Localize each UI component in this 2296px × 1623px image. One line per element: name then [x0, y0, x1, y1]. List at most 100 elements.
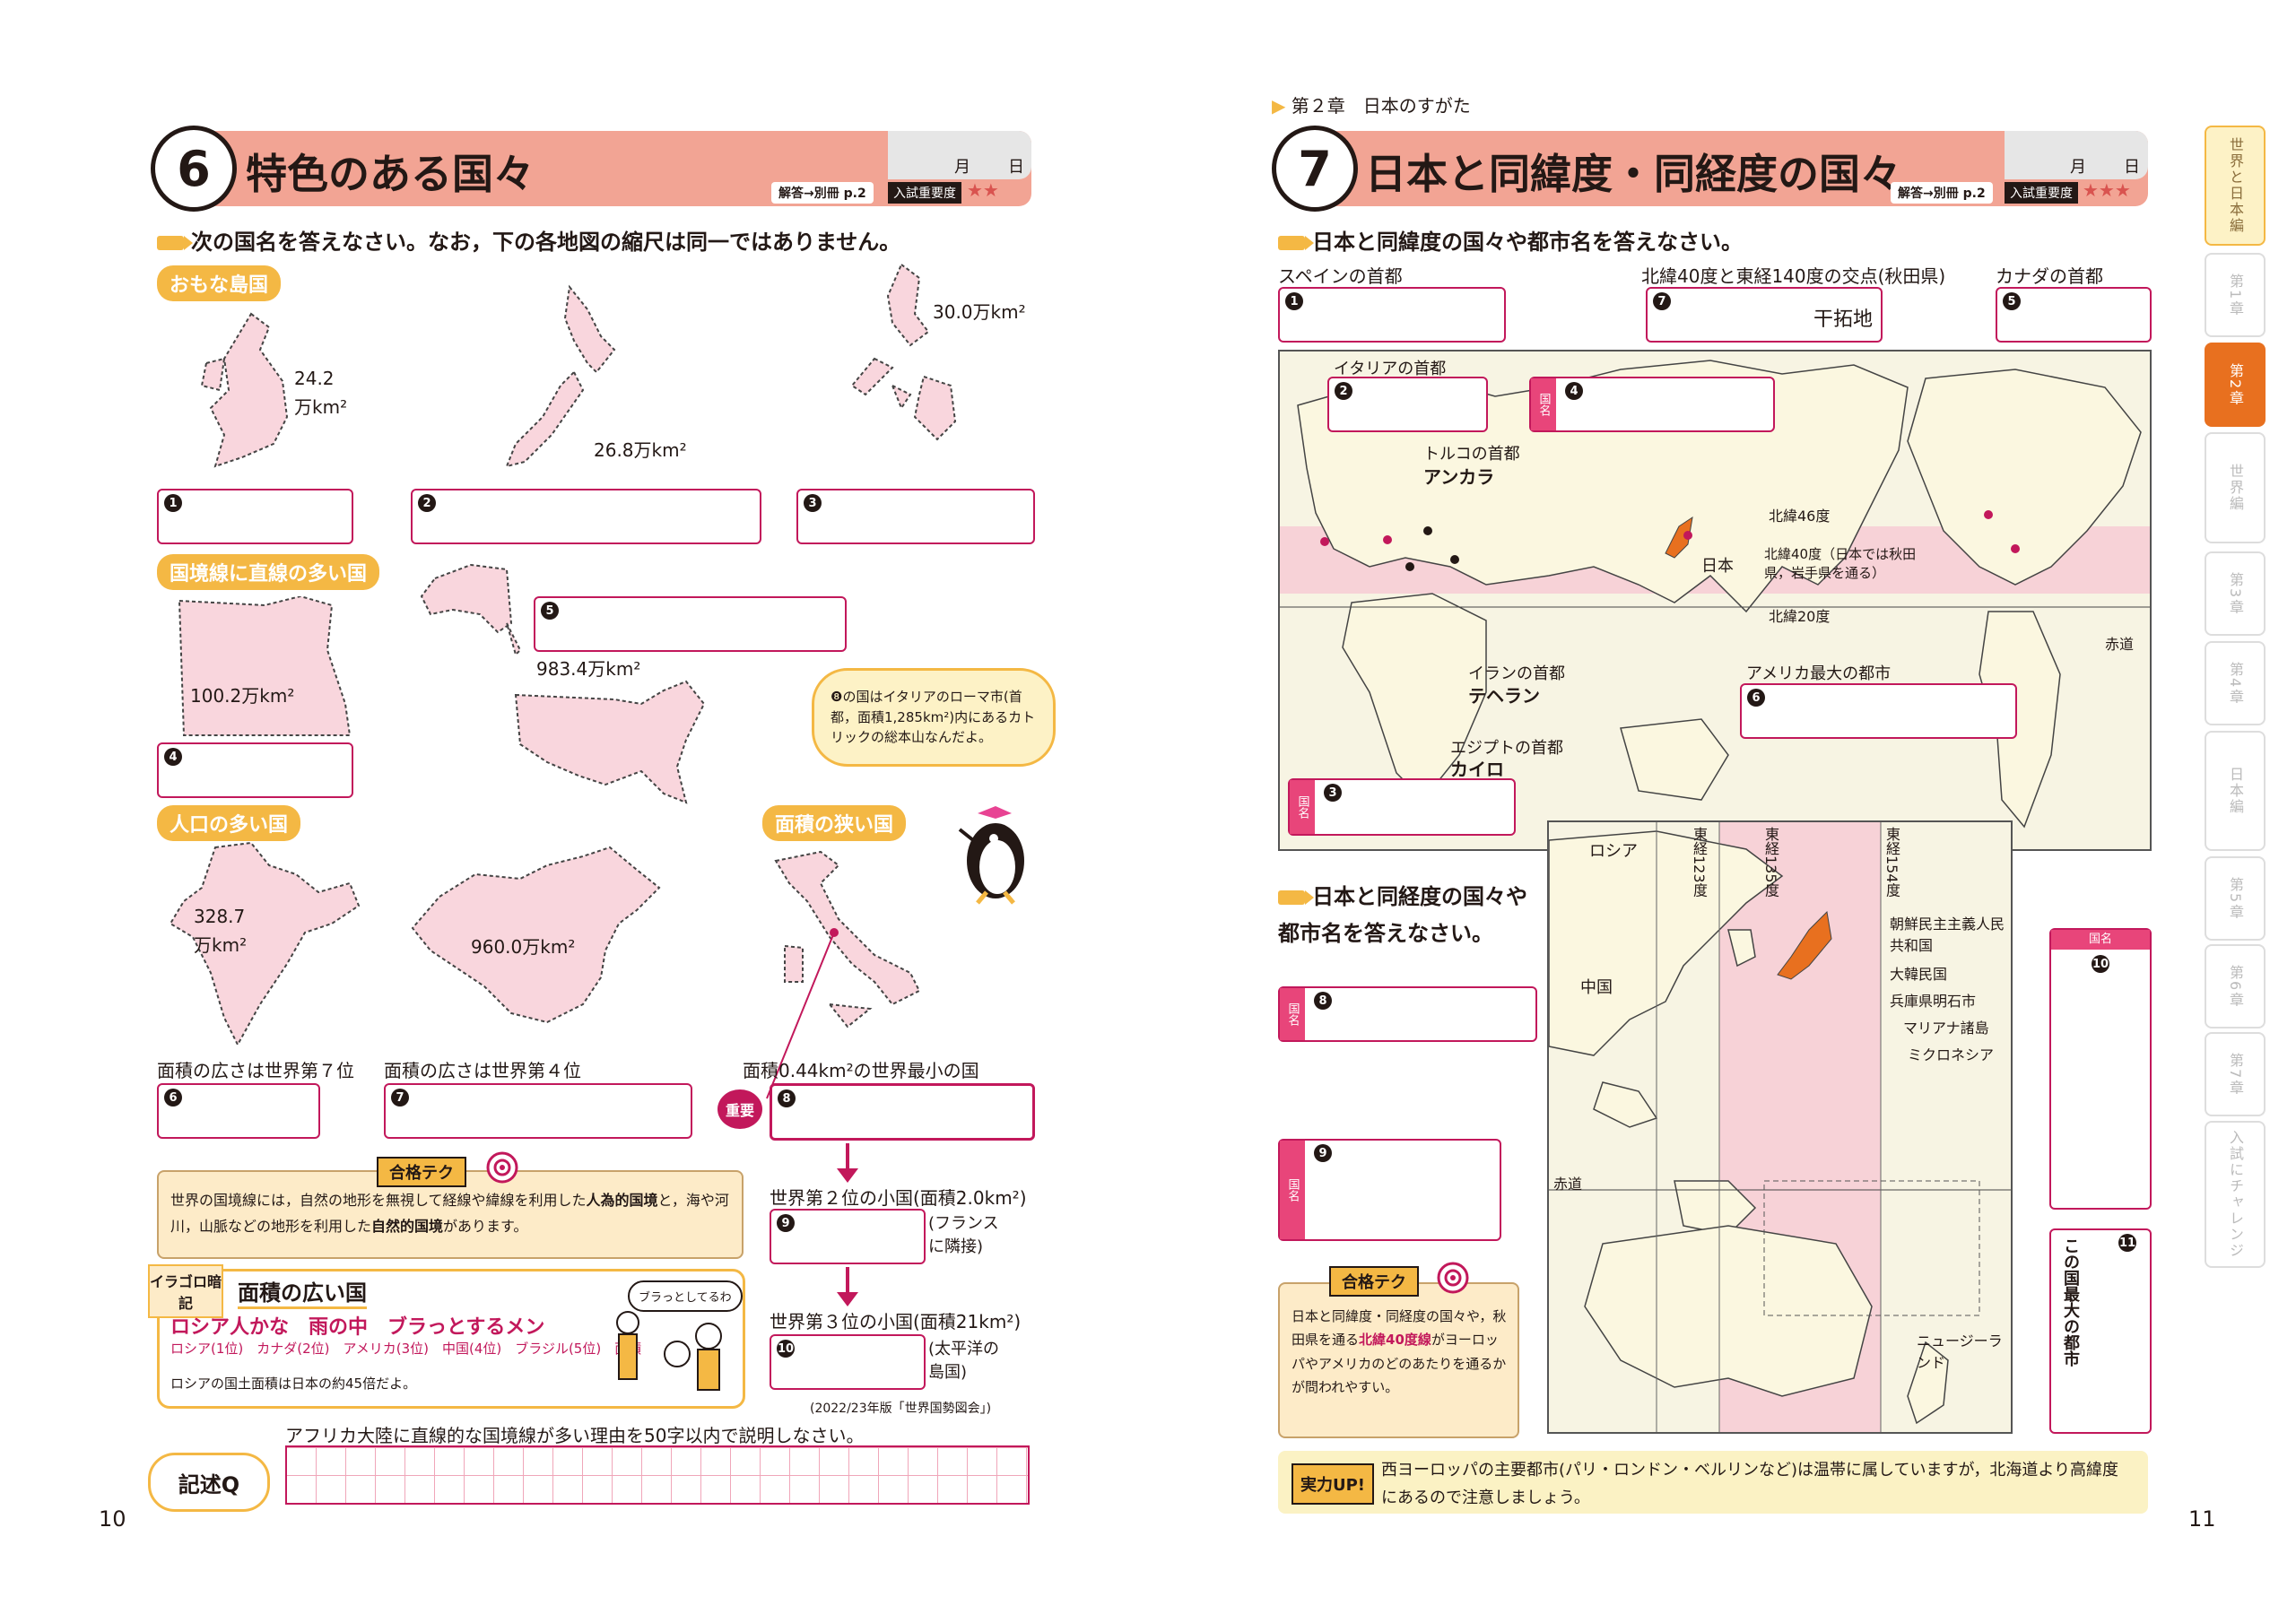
- answer-box-1[interactable]: 1: [157, 489, 353, 544]
- label-us-largest-city: アメリカ最大の都市: [1746, 664, 1892, 683]
- second-small-label: 世界第２位の小国(面積2.0km²): [770, 1187, 1027, 1209]
- label-egypt-capital: エジプトの首都: [1450, 739, 1563, 758]
- asia-pacific-map: ロシア 中国 東経123度 東経135度 東経154度 朝鮮民主主義人民共和国 …: [1547, 820, 2013, 1434]
- left-answer-ref: 解答→別冊 p.2: [771, 182, 874, 204]
- label-lon154: 東経154度: [1883, 827, 1900, 898]
- answer-box-3[interactable]: 3: [796, 489, 1035, 544]
- label-italy-capital: イタリアの首都: [1334, 360, 1447, 378]
- label-russia: ロシア: [1589, 842, 1638, 861]
- label-china: 中国: [1580, 978, 1613, 997]
- answer-box-2[interactable]: 2: [411, 489, 761, 544]
- answer-box-4[interactable]: 4: [157, 742, 353, 798]
- answer-box-8[interactable]: 8: [770, 1083, 1035, 1141]
- pencil-icon: [157, 236, 193, 250]
- left-date-month: 月: [954, 158, 970, 177]
- side-tab-ch2[interactable]: 第2章: [2205, 343, 2266, 427]
- answer-box-5[interactable]: 5: [534, 596, 847, 652]
- label-iran-capital: イランの首都: [1468, 664, 1565, 683]
- right-page-number: 11: [2188, 1506, 2216, 1532]
- country-tag-r3: 国名: [1290, 780, 1315, 834]
- label-japan: 日本: [1701, 557, 1734, 576]
- map-alaska: [420, 563, 522, 656]
- up-text: 西ヨーロッパの主要都市(パリ・ロンドン・ベルリンなど)は温帯に属していますが，北…: [1381, 1461, 2119, 1507]
- label-micronesia: ミクロネシア: [1908, 1046, 1995, 1063]
- answer-turkey-capital: アンカラ: [1423, 466, 1495, 488]
- answer-box-10[interactable]: 10: [770, 1334, 926, 1390]
- pencil-icon: [1278, 236, 1314, 250]
- side-tab-world[interactable]: 世界編: [2205, 432, 2266, 543]
- country-tag-r10: 国名: [2051, 930, 2150, 950]
- right-section-number: 7: [1272, 126, 1358, 212]
- leader-line-vatican: [766, 932, 835, 1099]
- right-tech-box: [1278, 1282, 1519, 1438]
- map-usa: [514, 680, 706, 804]
- side-tab-ch4[interactable]: 第4章: [2205, 641, 2266, 725]
- side-tab-ch5[interactable]: 第5章: [2205, 856, 2266, 941]
- tag-island-countries: おもな島国: [157, 265, 282, 301]
- up-badge: 実力UP!: [1292, 1463, 1375, 1505]
- right-instruction-1: 日本と同緯度の国々や都市名を答えなさい。: [1278, 224, 1743, 256]
- second-small-note: (フランスに隣接): [928, 1214, 999, 1256]
- important-badge: 重要: [718, 1089, 762, 1129]
- label-lat40: 北緯40度（日本では秋田県，岩手県を通る）: [1764, 546, 1917, 581]
- side-tab-ch3[interactable]: 第3章: [2205, 551, 2266, 636]
- side-tab-world-japan[interactable]: 世界と日本編: [2205, 126, 2266, 246]
- right-tech-title: 合格テク: [1329, 1266, 1419, 1297]
- right-instruction-2: 日本と同経度の国々や都市名を答えなさい。: [1278, 884, 1527, 946]
- area-philippines: 30.0万km²: [933, 301, 1026, 323]
- third-small-label: 世界第３位の小国(面積21km²): [770, 1311, 1022, 1332]
- pencil-icon: [1278, 890, 1314, 905]
- side-tab-ch1[interactable]: 第1章: [2205, 253, 2266, 337]
- answer-box-r7[interactable]: 7 干拓地: [1646, 287, 1883, 343]
- up-box: [1278, 1451, 2148, 1514]
- left-tech-title: 合格テク: [377, 1157, 466, 1187]
- right-date-box: [2005, 131, 2148, 179]
- people-illustration-icon: [616, 1311, 722, 1391]
- kijutsu-answer-grid[interactable]: [285, 1445, 1030, 1505]
- answer-box-r11[interactable]: 11 この国最大の都市: [2049, 1228, 2152, 1434]
- memo-title: 面積の広い国: [238, 1275, 367, 1309]
- tag-straight-borders: 国境線に直線の多い国: [157, 554, 380, 590]
- right-section-title: 日本と同緯度・同経度の国々: [1365, 150, 1901, 198]
- memo-tag: イラゴロ暗記: [148, 1264, 223, 1318]
- answer-box-9[interactable]: 9: [770, 1209, 926, 1264]
- side-tab-challenge[interactable]: 入試にチャレンジ: [2205, 1121, 2266, 1268]
- answer-box-r1[interactable]: 1: [1278, 287, 1506, 343]
- left-section-number: 6: [151, 126, 237, 212]
- kijutsu-question: アフリカ大陸に直線的な国境線が多い理由を50字以内で説明しなさい。: [285, 1425, 865, 1446]
- label-north-korea: 朝鮮民主主義人民共和国: [1890, 916, 2005, 954]
- side-tab-japan[interactable]: 日本編: [2205, 731, 2266, 851]
- target-icon-2: [1437, 1262, 1469, 1294]
- memo-note: ロシアの国土面積は日本の約45倍だよ。: [170, 1376, 417, 1392]
- area-new-zealand: 26.8万km²: [594, 439, 687, 461]
- answer-box-r2[interactable]: 2: [1327, 377, 1488, 432]
- answer-box-6[interactable]: 6: [157, 1083, 320, 1139]
- answer-box-r5[interactable]: 5: [1996, 287, 2152, 343]
- answer-box-r4[interactable]: 4 国名: [1529, 377, 1775, 432]
- answer-box-r8[interactable]: 8 国名: [1278, 986, 1537, 1042]
- asia-pacific-landmass: [1549, 822, 2011, 1432]
- side-tab-ch7[interactable]: 第7章: [2205, 1032, 2266, 1116]
- area-usa: 983.4万km²: [536, 658, 641, 680]
- answer-box-r10[interactable]: 国名 10: [2049, 928, 2152, 1210]
- label-turkey-capital: トルコの首都: [1423, 445, 1520, 464]
- label-south-korea: 大韓民国: [1890, 966, 1948, 983]
- map-philippines: [850, 263, 957, 441]
- right-answer-ref: 解答→別冊 p.2: [1891, 182, 1993, 204]
- label-equator: 赤道: [2105, 636, 2135, 653]
- triangle-icon: ▶: [1272, 95, 1286, 117]
- label-lat46: 北緯46度: [1769, 508, 1831, 525]
- label-largest-city: この国最大の都市: [2061, 1237, 2080, 1367]
- answer-box-r6[interactable]: 6: [1740, 683, 2017, 739]
- tag-small-countries: 面積の狭い国: [762, 805, 907, 841]
- answer-box-7[interactable]: 7: [384, 1083, 692, 1139]
- source-note: (2022/23年版「世界国勢図会」): [810, 1402, 992, 1416]
- area-china: 960.0万km²: [471, 936, 576, 958]
- penguin-speech-bubble: ❽の国はイタリアのローマ市(首都，面積1,285km²)内にあるカトリックの総本…: [812, 668, 1056, 767]
- answer-box-r9[interactable]: 9 国名: [1278, 1139, 1501, 1241]
- side-tab-ch6[interactable]: 第6章: [2205, 944, 2266, 1028]
- penguin-mascot-icon: [958, 806, 1024, 905]
- area-egypt: 100.2万km²: [190, 685, 295, 707]
- label-spain-capital: スペインの首都: [1278, 265, 1403, 287]
- answer-box-r3[interactable]: 3 国名: [1288, 778, 1516, 836]
